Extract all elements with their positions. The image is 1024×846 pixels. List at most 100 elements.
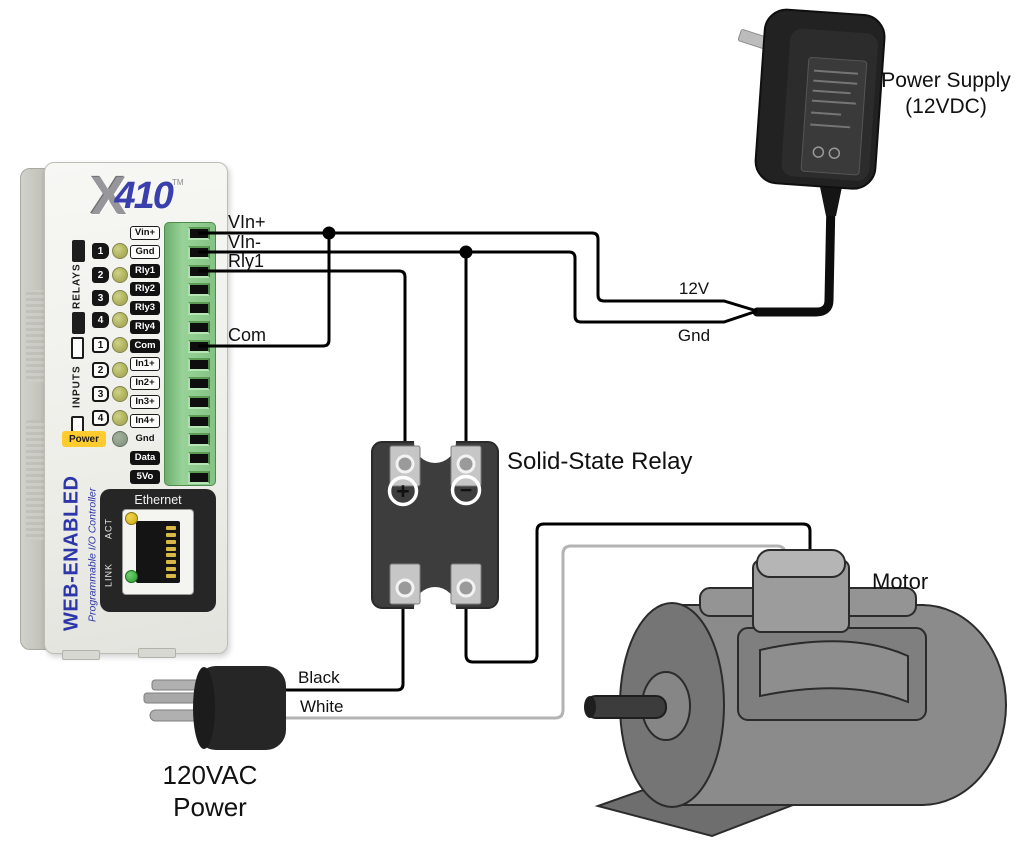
- terminal-hole: [188, 227, 210, 240]
- relay-screw: [456, 454, 476, 474]
- label-white-wire: White: [300, 697, 343, 716]
- junction-dot-vinplus: [322, 226, 336, 240]
- relays-bar-top: [72, 240, 85, 262]
- annotation-motor: Motor: [872, 569, 928, 594]
- label-vin-plus: VIn+: [228, 212, 266, 232]
- terminal-label-in3+: In3+: [130, 395, 160, 409]
- terminal-hole: [188, 246, 210, 259]
- power-supply: [737, 8, 886, 190]
- wire-relay-to-motor: [464, 522, 812, 664]
- terminal-hole: [188, 283, 210, 296]
- relay-plus-ring: [387, 475, 419, 507]
- logo-trademark: TM: [171, 178, 184, 187]
- relay-screw: [395, 578, 415, 598]
- logo-x: X: [90, 166, 127, 226]
- annotation-ssr: Solid-State Relay: [507, 448, 692, 475]
- input-4-number: 4: [92, 410, 109, 426]
- terminal-hole: [188, 358, 210, 371]
- relay-plus-symbol: +: [396, 478, 409, 504]
- terminal-label-in1+: In1+: [130, 357, 160, 371]
- act-label: ACT: [103, 518, 114, 540]
- adapter-label-lines: [810, 69, 859, 129]
- input-1-number: 1: [92, 337, 109, 353]
- terminal-hole: [188, 340, 210, 353]
- terminal-hole: [188, 452, 210, 465]
- rj45-pins: [166, 526, 176, 578]
- terminal-label-rly4: Rly4: [130, 320, 160, 334]
- device-side-sticker: [26, 290, 44, 382]
- relay-2-led: [112, 267, 128, 283]
- controller-subtitle-text: Programmable I/O Controller: [86, 487, 99, 623]
- terminal-block: [164, 222, 216, 486]
- terminal-hole: [188, 471, 210, 484]
- input-3-led: [112, 386, 128, 402]
- relay-4-number: 4: [92, 312, 109, 328]
- x410-logo: X 410 TM: [62, 166, 212, 226]
- terminal-hole: [188, 321, 210, 334]
- annotation-power-supply-2: (12VDC): [905, 95, 987, 118]
- terminal-hole: [188, 302, 210, 315]
- logo-model: 410: [114, 175, 174, 217]
- wire-rly1-to-relay: [198, 269, 407, 450]
- device-foot: [62, 650, 100, 660]
- relay-minus-ring: [450, 474, 482, 506]
- relay-screw: [395, 454, 415, 474]
- wire-vinplus-12v: [198, 231, 758, 313]
- terminal-label-in2+: In2+: [130, 376, 160, 390]
- inputs-group-label: INPUTS: [71, 365, 83, 409]
- wire-vinminus-gnd: [198, 250, 758, 324]
- motor-illustration: [584, 549, 1007, 838]
- terminal-label-data: Data: [130, 451, 160, 465]
- relays-bar-bottom: [72, 312, 85, 334]
- input-4-led: [112, 410, 128, 426]
- device-foot: [138, 648, 176, 658]
- input-2-led: [112, 362, 128, 378]
- relay-3-number: 3: [92, 290, 109, 306]
- inputs-bar-top: [71, 337, 84, 359]
- terminal-label-gnd2: Gnd: [135, 433, 155, 445]
- device-side-sticker: [26, 420, 44, 540]
- relay-1-led: [112, 243, 128, 259]
- wire-ac-white: [280, 544, 787, 720]
- relay-3-led: [112, 290, 128, 306]
- solid-state-relay: + −: [371, 421, 499, 629]
- terminal-label-rly3: Rly3: [130, 301, 160, 315]
- label-rly1: Rly1: [228, 251, 264, 271]
- terminal-hole: [188, 415, 210, 428]
- power-cord: [752, 182, 843, 317]
- wire-ac-black: [280, 600, 405, 692]
- terminal-label-rly1: Rly1: [130, 264, 160, 278]
- terminal-label-com: Com: [130, 339, 160, 353]
- relay-screw: [456, 578, 476, 598]
- junction-dot-vinminus: [459, 245, 473, 259]
- relay-minus-symbol: −: [460, 479, 472, 502]
- relay-2-number: 2: [92, 267, 109, 283]
- web-enabled-text: WEB-ENABLED: [60, 475, 83, 631]
- power-label: Power: [62, 431, 106, 447]
- link-led: [125, 570, 138, 583]
- power-led: [112, 431, 128, 447]
- terminal-hole: [188, 265, 210, 278]
- terminal-hole: [188, 433, 210, 446]
- terminal-hole: [188, 377, 210, 390]
- input-2-number: 2: [92, 362, 109, 378]
- relay-4-led: [112, 312, 128, 328]
- terminal-label-gnd: Gnd: [130, 245, 160, 259]
- input-3-number: 3: [92, 386, 109, 402]
- label-black-wire: Black: [298, 668, 340, 687]
- ac-plug: [143, 666, 286, 750]
- terminal-label-rly2: Rly2: [130, 282, 160, 296]
- label-vin-minus: VIn-: [228, 232, 261, 252]
- link-label: LINK: [103, 563, 114, 588]
- annotation-ac-power-2: Power: [173, 792, 247, 822]
- annotation-ac-power-1: 120VAC: [163, 760, 258, 790]
- relay-1-number: 1: [92, 243, 109, 259]
- input-1-led: [112, 337, 128, 353]
- relays-group-label: RELAYS: [71, 263, 83, 309]
- terminal-label-in4+: In4+: [130, 414, 160, 428]
- act-led: [125, 512, 138, 525]
- ethernet-label: Ethernet: [134, 493, 182, 507]
- annotation-power-supply-1: Power Supply: [881, 69, 1011, 92]
- terminal-label-vin+: Vin+: [130, 226, 160, 240]
